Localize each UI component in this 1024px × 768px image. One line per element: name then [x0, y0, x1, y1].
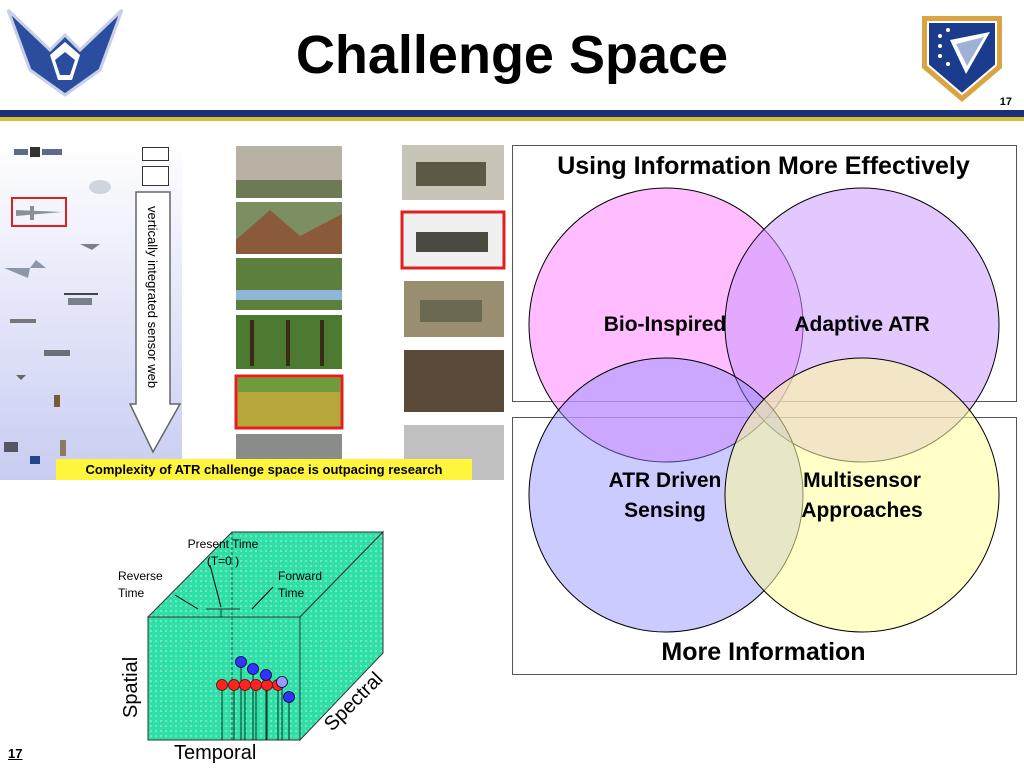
- venn-label-bio-inspired: Bio-Inspired: [603, 313, 727, 336]
- airship-icon: [89, 180, 111, 194]
- river-valley-image: [236, 258, 342, 310]
- research-laboratory-seal: [922, 16, 1002, 102]
- slide-title: Challenge Space: [295, 25, 729, 85]
- forward-time-label-line1: Forward: [278, 569, 323, 583]
- reverse-time-arrow: [174, 594, 199, 610]
- soldier-icon: [54, 395, 60, 407]
- axis-label-temporal: Temporal: [174, 742, 257, 764]
- drone-icon: [80, 244, 100, 250]
- sensor-web-arrow: [128, 191, 182, 454]
- legend-box-1: [142, 147, 169, 161]
- legend-box-2: [142, 166, 169, 186]
- venn-label-atr-driven-line2: Sensing: [624, 499, 706, 522]
- target-thumbnails: [400, 145, 506, 480]
- spatiotemporal-cube: [146, 530, 385, 742]
- helicopter-icon: [64, 293, 98, 305]
- small-uav-icon: [10, 319, 36, 323]
- forward-time-arrow: [251, 586, 274, 610]
- environment-thumbnails: [234, 146, 344, 478]
- selected-uav-highlight: [11, 197, 67, 227]
- micro-uav-icon: [16, 375, 26, 380]
- reverse-time-label-line2: Time: [118, 586, 145, 600]
- venn-circle-multisensor: [724, 357, 1000, 633]
- fighter-jet-icon: [4, 260, 46, 278]
- venn-label-adaptive-atr: Adaptive ATR: [794, 313, 930, 336]
- venn-label-multisensor-line2: Approaches: [801, 499, 923, 522]
- axis-label-spatial: Spatial: [120, 656, 142, 718]
- ground-sensor-icon: [4, 440, 66, 464]
- forward-time-label-line2: Time: [278, 586, 305, 600]
- venn-bottom-label: More Information: [661, 638, 866, 666]
- venn-label-multisensor-line1: Multisensor: [803, 469, 921, 492]
- missile-icon: [44, 350, 70, 356]
- sensor-web-arrow-label: vertically integrated sensor web: [145, 206, 160, 389]
- sensor-sample-points: [216, 656, 295, 740]
- reverse-time-label-line1: Reverse: [118, 569, 163, 583]
- present-time-label-line2: (T=0 ): [206, 554, 240, 568]
- uav-icon: [16, 206, 62, 220]
- cube-front-face: [147, 616, 301, 741]
- venn-diagram: [528, 187, 1000, 633]
- header-rule-blue: [0, 110, 1024, 117]
- satellite-icon: [14, 147, 62, 157]
- personnel-image: [404, 350, 504, 412]
- challenge-caption: Complexity of ATR challenge space is out…: [56, 459, 472, 480]
- page-number-bottom: 17: [8, 746, 23, 761]
- venn-label-atr-driven-line1: ATR Driven: [608, 469, 722, 492]
- present-time-pointer: [209, 564, 222, 608]
- present-time-label-line1: Present Time: [187, 537, 259, 551]
- page-number-top: 17: [999, 96, 1012, 108]
- venn-title: Using Information More Effectively: [557, 152, 970, 180]
- air-force-logo: [0, 0, 130, 110]
- sensor-platform-icons: [4, 147, 111, 464]
- header-rule-gold: [0, 117, 1024, 121]
